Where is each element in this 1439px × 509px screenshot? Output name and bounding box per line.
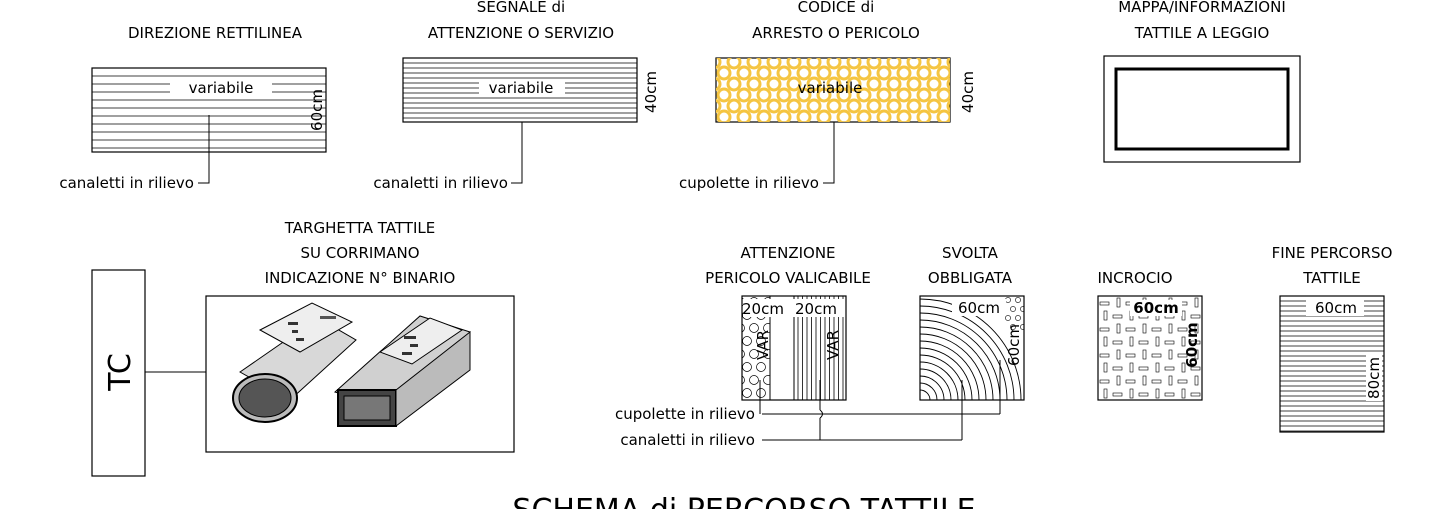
tc-box (91, 269, 146, 477)
codice-center-label: variabile (798, 79, 863, 97)
mappa-group: MAPPA/INFORMAZIONI TATTILE A LEGGIO (1103, 0, 1301, 163)
incrocio-dim-side: 60cm (1183, 322, 1201, 367)
targhetta-title-line3: INDICAZIONE N° BINARIO (265, 269, 456, 287)
cupolette-callout: cupolette in rilievo (615, 405, 755, 423)
mappa-panel (1114, 67, 1290, 151)
main-title: SCHEMA di PERCORSO TATTILE (512, 493, 975, 509)
fine-dim-top: 60cm (1315, 299, 1357, 317)
codice-arresto-group: CODICE di ARRESTO O PERICOLO variabile 4… (679, 0, 977, 192)
segnale-attenzione-group: SEGNALE di ATTENZIONE O SERVIZIO variabi… (373, 0, 660, 192)
segnale-title-line2: ATTENZIONE O SERVIZIO (428, 24, 614, 42)
round-handrail-illustration (232, 302, 357, 423)
canaletti-callout: canaletti in rilievo (620, 431, 755, 449)
direzione-leader (198, 115, 210, 184)
targhetta-title-line2: SU CORRIMANO (300, 244, 419, 262)
svolta-title-line1: SVOLTA (942, 244, 999, 262)
svolta-dim-top: 60cm (958, 299, 1000, 317)
svolta-dim-bg (952, 299, 1006, 316)
mappa-title-line1: MAPPA/INFORMAZIONI (1118, 0, 1286, 16)
codice-title-line2: ARRESTO O PERICOLO (752, 24, 920, 42)
attenzione-title-line2: PERICOLO VALICABILE (705, 269, 871, 287)
attenzione-dim-left: 20cm (742, 300, 784, 318)
fine-dim-side: 80cm (1365, 357, 1383, 399)
direzione-rettilinea-group: DIREZIONE RETTILINEA variabile 60cm cana… (59, 24, 327, 192)
fine-percorso-group: FINE PERCORSO TATTILE 60cm 80cm (1272, 244, 1393, 433)
fine-title-line1: FINE PERCORSO (1272, 244, 1393, 262)
codice-domes (716, 58, 950, 122)
incrocio-dim-bg (1130, 300, 1182, 316)
targhetta-group: TARGHETTA TATTILE SU CORRIMANO INDICAZIO… (205, 219, 515, 453)
incrocio-title: INCROCIO (1097, 269, 1172, 287)
fine-dim-side-bg (1366, 355, 1382, 401)
targhetta-title-line1: TARGHETTA TATTILE (284, 219, 435, 237)
rectangular-handrail-illustration (334, 315, 471, 428)
attenzione-dim-right: 20cm (795, 300, 837, 318)
direzione-dim: 60cm (308, 89, 326, 131)
incrocio-dim-top: 60cm (1133, 299, 1178, 317)
attenzione-dim-bg (743, 299, 845, 317)
attenzione-var-right: VAR (824, 330, 842, 360)
codice-dim: 40cm (959, 71, 977, 113)
segnale-label-bg (479, 79, 565, 97)
attenzione-valicabile-group: ATTENZIONE PERICOLO VALICABILE 20cm 20cm… (705, 244, 871, 401)
fine-dim-bg (1306, 300, 1364, 316)
svolta-obbligata-group: SVOLTA OBBLIGATA 60cm 60cm (919, 244, 1025, 401)
codice-title-line1: CODICE di (798, 0, 875, 16)
direzione-label-bg (170, 79, 272, 97)
svolta-curved-channels (920, 298, 1022, 400)
segnale-callout: canaletti in rilievo (373, 174, 508, 192)
fine-title-line2: TATTILE (1302, 269, 1360, 287)
segnale-leader (511, 122, 523, 184)
codice-leader (823, 122, 835, 184)
segnale-title-line1: SEGNALE di (477, 0, 565, 16)
attenzione-title-line1: ATTENZIONE (740, 244, 835, 262)
direzione-center-label: variabile (189, 79, 254, 97)
attenzione-var-left: VAR (754, 330, 772, 360)
bottom-callouts: cupolette in rilievo canaletti in riliev… (615, 360, 1001, 449)
svolta-dim-side: 60cm (1005, 324, 1023, 366)
svolta-title-line2: OBBLIGATA (928, 269, 1013, 287)
incrocio-group: INCROCIO 60cm 60cm (1097, 269, 1203, 401)
codice-callout: cupolette in rilievo (679, 174, 819, 192)
segnale-center-label: variabile (489, 79, 554, 97)
segnale-channels (403, 62, 637, 119)
tc-group: TC (91, 269, 206, 477)
direzione-callout: canaletti in rilievo (59, 174, 194, 192)
tc-label: TC (103, 353, 138, 392)
segnale-dim: 40cm (642, 71, 660, 113)
mappa-title-line2: TATTILE A LEGGIO (1134, 24, 1270, 42)
direzione-title: DIREZIONE RETTILINEA (128, 24, 303, 42)
